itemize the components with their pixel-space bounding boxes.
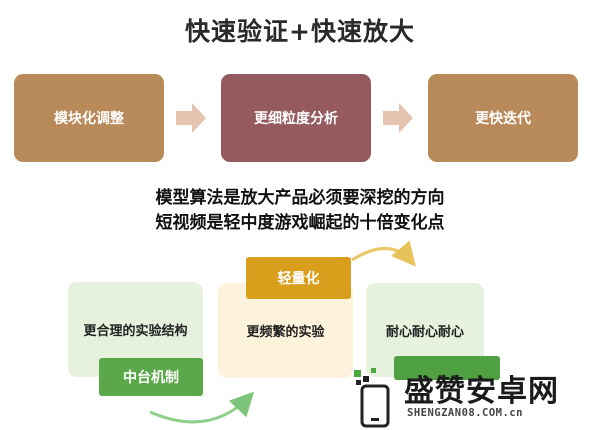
card-label: 耐心耐心耐心 bbox=[385, 324, 464, 340]
card-label: 更频繁的实验 bbox=[246, 325, 325, 340]
subtitle-line-2: 短视频是轻中度游戏崛起的十倍变化点 bbox=[155, 213, 445, 233]
tag-lightweight: 轻量化 bbox=[246, 257, 351, 299]
tag-middle-platform: 中台机制 bbox=[99, 358, 203, 396]
step-faster-iteration: 更快迭代 bbox=[428, 74, 578, 162]
page-title: 快速验证+快速放大 bbox=[185, 17, 415, 46]
phone-icon bbox=[354, 368, 390, 428]
curve-arrow-green bbox=[149, 391, 255, 424]
watermark-name: 盛赞安卓网 bbox=[404, 374, 559, 409]
step-fine-grained-analysis: 更细粒度分析 bbox=[221, 74, 371, 162]
curve-arrow-gold bbox=[351, 240, 416, 267]
watermark-url: SHENGZAN08.COM.cn bbox=[407, 407, 523, 419]
tag-green-bar bbox=[394, 356, 500, 380]
card-label: 更合理的实验结构 bbox=[83, 324, 188, 339]
step-modular-adjustment: 模块化调整 bbox=[14, 74, 164, 162]
watermark-logo: 盛赞安卓网 SHENGZAN08.COM.cn bbox=[352, 364, 597, 428]
right-arrow-icon bbox=[176, 103, 206, 133]
subtitle-line-1: 模型算法是放大产品必须要深挖的方向 bbox=[155, 188, 445, 208]
right-arrow-icon bbox=[383, 103, 413, 133]
